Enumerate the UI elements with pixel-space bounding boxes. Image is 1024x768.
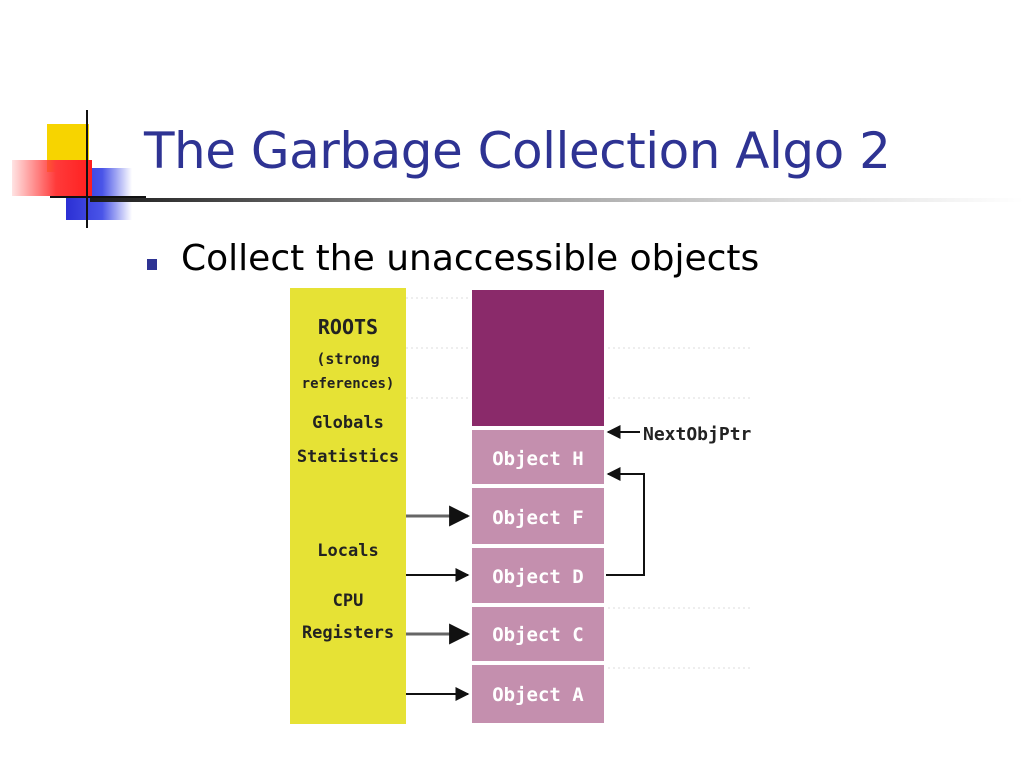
roots-line-globals: Globals [312, 413, 384, 433]
object-f-box [472, 488, 604, 544]
object-a-box [472, 665, 604, 723]
roots-heading: ROOTS [318, 315, 378, 339]
bullet-marker [147, 259, 157, 270]
gc-diagram-svg: ROOTS (strong references) Globals Statis… [290, 288, 752, 724]
object-c-box [472, 607, 604, 661]
object-h-box [472, 430, 604, 484]
roots-line-registers: Registers [302, 623, 394, 643]
roots-line-cpu: CPU [333, 591, 364, 611]
slide-logo-decoration [0, 0, 150, 240]
next-obj-ptr-label: NextObjPtr [643, 424, 752, 445]
arrow-object-d-to-object-h [606, 467, 645, 576]
logo-vertical-line [86, 110, 88, 228]
object-c-label: Object C [492, 624, 584, 646]
object-f-label: Object F [492, 507, 584, 529]
roots-line-strong: (strong [316, 350, 379, 368]
bullet-text: Collect the unaccessible objects [181, 238, 760, 279]
slide-title: The Garbage Collection Algo 2 [144, 122, 891, 180]
roots-line-locals: Locals [317, 541, 378, 561]
gc-diagram: ROOTS (strong references) Globals Statis… [288, 288, 758, 728]
object-a-label: Object A [492, 684, 584, 706]
object-d-box [472, 548, 604, 603]
roots-column [290, 288, 406, 724]
title-underline [90, 198, 1024, 202]
roots-line-references: references) [302, 376, 395, 392]
object-h-label: Object H [492, 448, 584, 470]
object-d-label: Object D [492, 566, 584, 588]
logo-horizontal-line [50, 196, 146, 198]
heap-free-space [472, 290, 604, 426]
logo-red-bar [12, 160, 92, 196]
roots-line-statistics: Statistics [297, 447, 399, 467]
